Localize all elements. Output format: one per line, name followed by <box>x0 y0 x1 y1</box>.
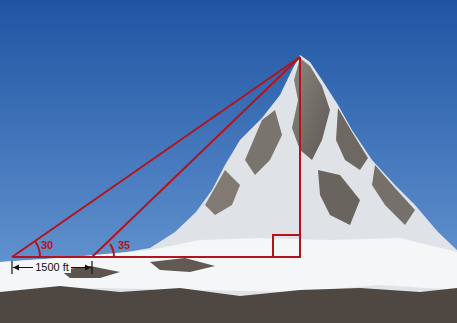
arrow-head <box>13 265 19 271</box>
angle-arc <box>35 241 40 257</box>
arrow-head <box>85 265 91 271</box>
triangle-lines <box>12 57 300 257</box>
dimension-arrow <box>12 261 92 274</box>
right-angle-mark <box>273 235 300 257</box>
rock-face <box>292 58 330 160</box>
rock-face <box>318 170 360 225</box>
sight-line <box>92 57 300 257</box>
angle-arc <box>110 244 114 257</box>
rock-face <box>372 165 415 225</box>
angle-label: 35 <box>116 240 132 251</box>
rock-face <box>245 110 282 175</box>
rock-face <box>336 108 368 170</box>
dimension-tick <box>91 261 92 274</box>
sight-line <box>12 57 300 257</box>
dimension-tick <box>11 261 12 274</box>
foreground-rocks <box>0 286 457 323</box>
height-line <box>299 57 301 257</box>
dimension-label: 1500 ft <box>33 262 71 273</box>
rock-face <box>205 170 240 215</box>
foreground-rocks <box>150 258 215 272</box>
glacier <box>0 238 457 292</box>
base-line <box>12 256 300 258</box>
angle-label: 30 <box>39 240 55 251</box>
mountain-body <box>0 55 457 323</box>
